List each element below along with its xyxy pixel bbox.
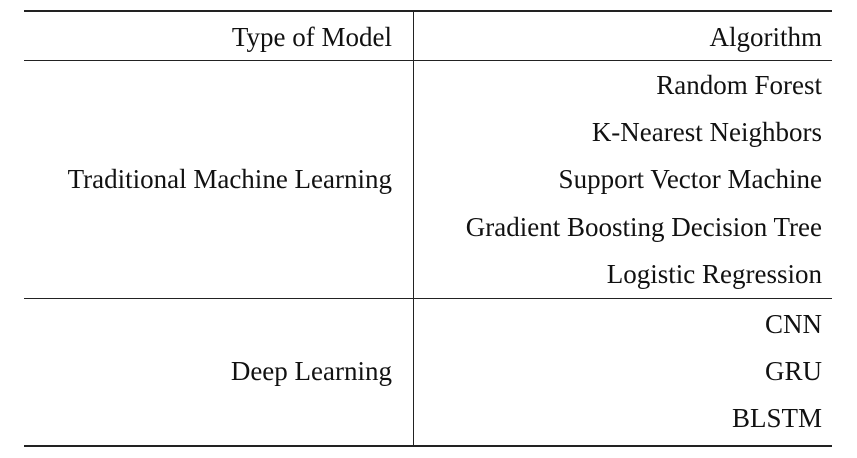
model-type-deep-learning: Deep Learning: [230, 356, 392, 386]
algorithm-cell: Logistic Regression: [606, 259, 822, 289]
column-divider: [413, 12, 414, 445]
algorithm-cell: BLSTM: [731, 403, 822, 433]
header-type-of-model: Type of Model: [231, 22, 392, 52]
algorithm-cell: Support Vector Machine: [558, 164, 822, 194]
model-algorithm-table: Type of Model Algorithm Traditional Mach…: [24, 10, 832, 447]
algorithm-cell: CNN: [764, 309, 822, 339]
group-rule: [24, 298, 832, 299]
algorithm-cell: K-Nearest Neighbors: [591, 117, 822, 147]
algorithm-cell: Gradient Boosting Decision Tree: [465, 212, 822, 242]
model-type-traditional-ml: Traditional Machine Learning: [67, 164, 392, 194]
header-algorithm: Algorithm: [709, 22, 823, 52]
algorithm-cell: GRU: [764, 356, 822, 386]
header-rule: [24, 60, 832, 61]
algorithm-cell: Random Forest: [656, 70, 822, 100]
